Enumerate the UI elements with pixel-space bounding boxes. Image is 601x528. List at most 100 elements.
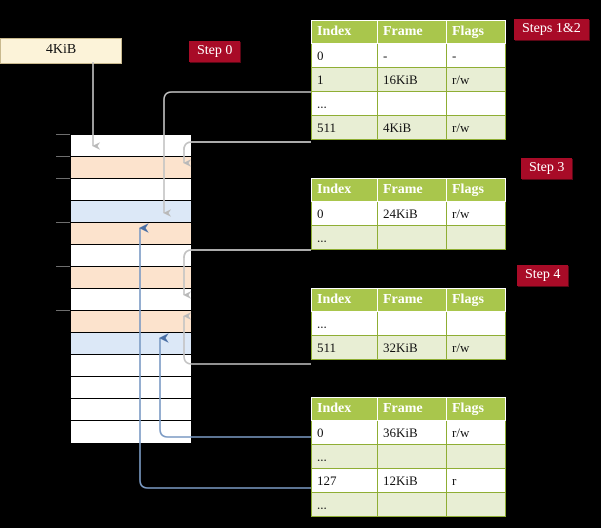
column-header-index: Index xyxy=(311,20,378,44)
request-size-box: 4KiB xyxy=(0,38,122,64)
cell-index-0: 0 xyxy=(311,43,378,68)
wire-l1-frame-4kib-to-memory xyxy=(183,141,311,167)
badge-step-4-label: Step 4 xyxy=(525,267,561,282)
memory-tick-6 xyxy=(56,266,70,267)
memory-frame-2 xyxy=(71,179,191,201)
memory-frame-3 xyxy=(71,201,191,223)
memory-tick-2 xyxy=(56,178,70,179)
memory-frame-13 xyxy=(71,421,191,443)
cell-index-1: 511 xyxy=(311,335,378,360)
cell-index-2: ... xyxy=(311,91,378,116)
table-row: ... xyxy=(311,492,506,517)
memory-tick-4 xyxy=(56,222,70,223)
cell-flags-3 xyxy=(446,492,506,517)
wire-l1-frame-4kib-stub xyxy=(183,141,311,151)
cell-flags-0: r/w xyxy=(446,420,506,445)
memory-tick-0 xyxy=(56,134,70,135)
memory-tick-1 xyxy=(56,156,70,157)
badge-steps-1-2: Steps 1&2 xyxy=(514,19,589,40)
cell-frame-0: - xyxy=(377,43,447,68)
column-header-flags: Flags xyxy=(446,20,506,44)
table-row: ... xyxy=(311,311,506,336)
cell-frame-2: 12KiB xyxy=(377,468,447,493)
cell-frame-2 xyxy=(377,91,447,116)
badge-step-3: Step 3 xyxy=(521,158,573,179)
memory-frame-12 xyxy=(71,399,191,421)
physical-memory-column xyxy=(70,134,191,443)
column-header-flags: Flags xyxy=(446,288,506,312)
cell-frame-1 xyxy=(377,444,447,469)
memory-frame-4 xyxy=(71,223,191,245)
table-row: 0-- xyxy=(311,43,506,68)
memory-frame-7 xyxy=(71,289,191,311)
table-row: ... xyxy=(311,91,506,116)
table-row: ... xyxy=(311,444,506,469)
cell-frame-0 xyxy=(377,311,447,336)
badge-step-0-label: Step 0 xyxy=(197,43,233,58)
memory-tick-8 xyxy=(56,310,70,311)
cell-frame-1: 16KiB xyxy=(377,67,447,92)
cell-flags-0 xyxy=(446,311,506,336)
column-header-index: Index xyxy=(311,178,378,202)
cell-flags-1 xyxy=(446,225,506,250)
cell-frame-3 xyxy=(377,492,447,517)
cell-flags-3: r/w xyxy=(446,115,506,140)
cell-index-1: 1 xyxy=(311,67,378,92)
wire-memory-to-l3-frame-32kib xyxy=(183,312,311,365)
column-header-flags: Flags xyxy=(446,397,506,421)
badge-steps-1-2-label: Steps 1&2 xyxy=(522,21,581,36)
cell-index-0: ... xyxy=(311,311,378,336)
cell-index-0: 0 xyxy=(311,201,378,226)
cell-frame-1: 32KiB xyxy=(377,335,447,360)
cell-frame-0: 24KiB xyxy=(377,201,447,226)
request-size-label: 4KiB xyxy=(45,42,77,57)
cell-frame-0: 36KiB xyxy=(377,420,447,445)
column-header-frame: Frame xyxy=(377,397,447,421)
wire-l2-frame-24kib-to-memory xyxy=(183,249,311,299)
badge-step-4: Step 4 xyxy=(517,265,569,286)
memory-frame-0 xyxy=(71,135,191,157)
cell-flags-2 xyxy=(446,91,506,116)
cell-frame-1 xyxy=(377,225,447,250)
cell-flags-2: r xyxy=(446,468,506,493)
memory-frame-9 xyxy=(71,333,191,355)
column-header-index: Index xyxy=(311,288,378,312)
cell-flags-1 xyxy=(446,444,506,469)
memory-frame-10 xyxy=(71,355,191,377)
table-row: ... xyxy=(311,225,506,250)
column-header-frame: Frame xyxy=(377,288,447,312)
column-header-index: Index xyxy=(311,397,378,421)
wire-l2-frame-24kib-stub xyxy=(183,249,311,259)
cell-index-3: ... xyxy=(311,492,378,517)
cell-index-0: 0 xyxy=(311,420,378,445)
cell-index-3: 511 xyxy=(311,115,378,140)
memory-frame-8 xyxy=(71,311,191,333)
memory-frame-6 xyxy=(71,267,191,289)
column-header-flags: Flags xyxy=(446,178,506,202)
cell-flags-1: r/w xyxy=(446,67,506,92)
cell-index-1: ... xyxy=(311,444,378,469)
memory-frame-1 xyxy=(71,157,191,179)
column-header-frame: Frame xyxy=(377,178,447,202)
memory-frame-5 xyxy=(71,245,191,267)
badge-step-0: Step 0 xyxy=(189,41,241,62)
badge-step-3-label: Step 3 xyxy=(529,160,565,175)
column-header-frame: Frame xyxy=(377,20,447,44)
cell-flags-0: r/w xyxy=(446,201,506,226)
cell-frame-3: 4KiB xyxy=(377,115,447,140)
